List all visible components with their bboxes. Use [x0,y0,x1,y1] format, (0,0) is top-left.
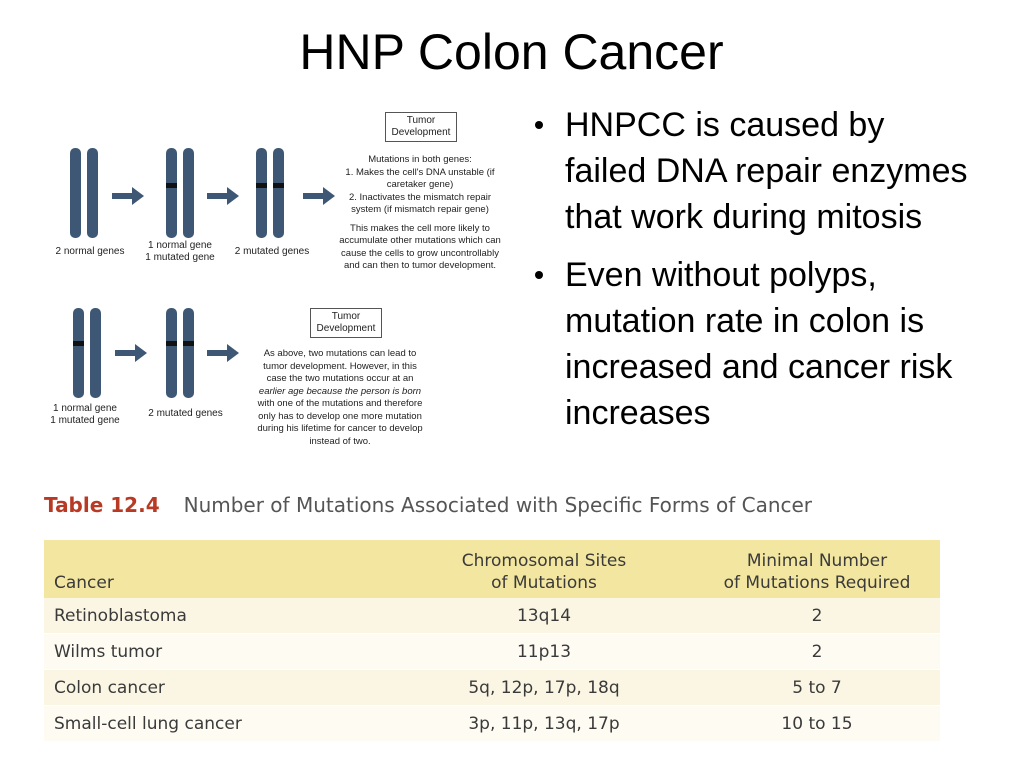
column-header-cancer: Cancer [44,540,394,598]
header-line: of Mutations [491,573,597,593]
cell-number: 5 to 7 [694,669,940,706]
table-title: Number of Mutations Associated with Spec… [183,493,813,517]
chromosome-pair-2-mutated-born [166,308,194,398]
explanation-line: tumor development. However, in this [263,360,417,372]
tumor-development-box: Tumor Development [310,308,382,338]
column-header-sites: Chromosomal Sites of Mutations [394,540,694,598]
explanation-line: accumulate other mutations which can [339,235,501,246]
chromosome [273,148,284,238]
cell-sites: 5q, 12p, 17p, 18q [394,669,694,706]
mutation-band [73,341,84,346]
column-header-minimal-number: Minimal Number of Mutations Required [694,540,940,598]
bottom-explanation: As above, two mutations can lead to tumo… [245,348,435,448]
cell-cancer: Colon cancer [44,669,394,706]
bullet-text: Even without polyps, mutation rate in co… [565,256,953,432]
label-2-mutated-genes: 2 mutated genes [234,246,310,257]
table-row: Retinoblastoma 13q14 2 [44,598,940,634]
label-1-mutated-gene: 1 mutated gene [145,252,215,263]
explanation-line: with one of the mutations and therefore [257,398,423,409]
bullet-item: HNPCC is caused by failed DNA repair enz… [530,102,970,240]
cell-cancer: Retinoblastoma [44,598,394,634]
chromosome [70,148,81,238]
explanation-line: 2. Inactivates the mismatch repair [348,191,492,203]
chromosome-pair-2-mutated [256,148,284,238]
chromosome-pair-1-mutated-born [73,308,101,398]
header-line: Cancer [54,573,114,593]
tumor-box-line: Tumor [406,115,436,126]
explanation-line: cause the cells to grow uncontrollably [341,247,499,259]
explanation-line: and can then to tumor development. [343,260,497,271]
chromosome [90,308,101,398]
mutations-table: Cancer Chromosomal Sites of Mutations Mi… [44,540,940,741]
header-line: Minimal Number [746,551,888,571]
slide-title: HNP Colon Cancer [299,24,724,80]
explanation-line: As above, two mutations can lead to [263,348,417,359]
mutation-band [256,183,267,188]
cell-cancer: Wilms tumor [44,633,394,670]
table-number: Table 12.4 [44,493,160,517]
explanation-line: during his lifetime for cancer to develo… [257,423,423,434]
label-1-mutated-gene: 1 mutated gene [50,415,120,426]
chromosome [183,148,194,238]
chromosome [166,308,177,398]
table-header-row: Cancer Chromosomal Sites of Mutations Mi… [44,540,940,598]
cell-number: 2 [694,633,940,670]
chromosome [166,148,177,238]
arrow-right-icon [303,187,335,205]
cell-number: 2 [694,598,940,634]
mutation-band [166,341,177,346]
explanation-line: system (if mismatch repair gene) [351,204,489,215]
explanation-line: This makes the cell more likely to [350,222,490,234]
chromosome-pair-1-mutated [166,148,194,238]
cell-sites: 11p13 [394,633,694,670]
header-line: of Mutations Required [723,573,911,593]
chromosome [256,148,267,238]
tumor-box-line: Tumor [331,311,361,322]
top-explanation: Mutations in both genes: 1. Makes the ce… [330,154,510,273]
label-2-normal-genes: 2 normal genes [55,246,125,257]
bullet-item: Even without polyps, mutation rate in co… [530,252,970,436]
explanation-line: caretaker gene) [386,179,454,190]
table-row: Small-cell lung cancer 3p, 11p, 13q, 17p… [44,705,940,741]
mutation-band [183,341,194,346]
chromosome [87,148,98,238]
tumor-development-box: Tumor Development [385,112,457,142]
explanation-line: only has to develop one more mutation [258,410,422,422]
explanation-line: case the two mutations occur at an [266,373,414,384]
chromosome-diagram [70,148,335,398]
table-caption: Table 12.4 Number of Mutations Associated… [44,493,812,517]
bullet-list: HNPCC is caused by failed DNA repair enz… [530,102,970,448]
table-row: Colon cancer 5q, 12p, 17p, 18q 5 to 7 [44,669,940,706]
header-line: Chromosomal Sites [461,551,627,571]
tumor-box-line: Development [316,323,376,334]
cell-sites: 3p, 11p, 13q, 17p [394,705,694,741]
arrow-right-icon [207,344,239,362]
label-1-normal-gene: 1 normal gene [53,403,117,414]
explanation-line: Mutations in both genes: [368,154,472,165]
explanation-line: instead of two. [309,435,371,447]
cell-sites: 13q14 [394,598,694,634]
arrow-right-icon [112,187,144,205]
explanation-line: earlier age because the person is born [258,385,422,397]
bullet-dot-icon [535,121,543,129]
explanation-line: 1. Makes the cell's DNA unstable (if [345,166,495,178]
chromosome-figure: 2 normal genes 1 normal gene 1 mutated g… [40,105,520,465]
bullet-dot-icon [535,271,543,279]
arrow-right-icon [115,344,147,362]
cell-number: 10 to 15 [694,705,940,741]
chromosome-pair-2-normal [70,148,98,238]
tumor-box-line: Development [391,127,451,138]
bullet-text: HNPCC is caused by failed DNA repair enz… [565,106,968,236]
table-row: Wilms tumor 11p13 2 [44,633,940,670]
cell-cancer: Small-cell lung cancer [44,705,394,741]
label-2-mutated-genes: 2 mutated genes [148,408,223,419]
mutation-band [273,183,284,188]
mutation-band [166,183,177,188]
chromosome [73,308,84,398]
arrow-right-icon [207,187,239,205]
chromosome [183,308,194,398]
label-1-normal-gene: 1 normal gene [148,240,212,251]
